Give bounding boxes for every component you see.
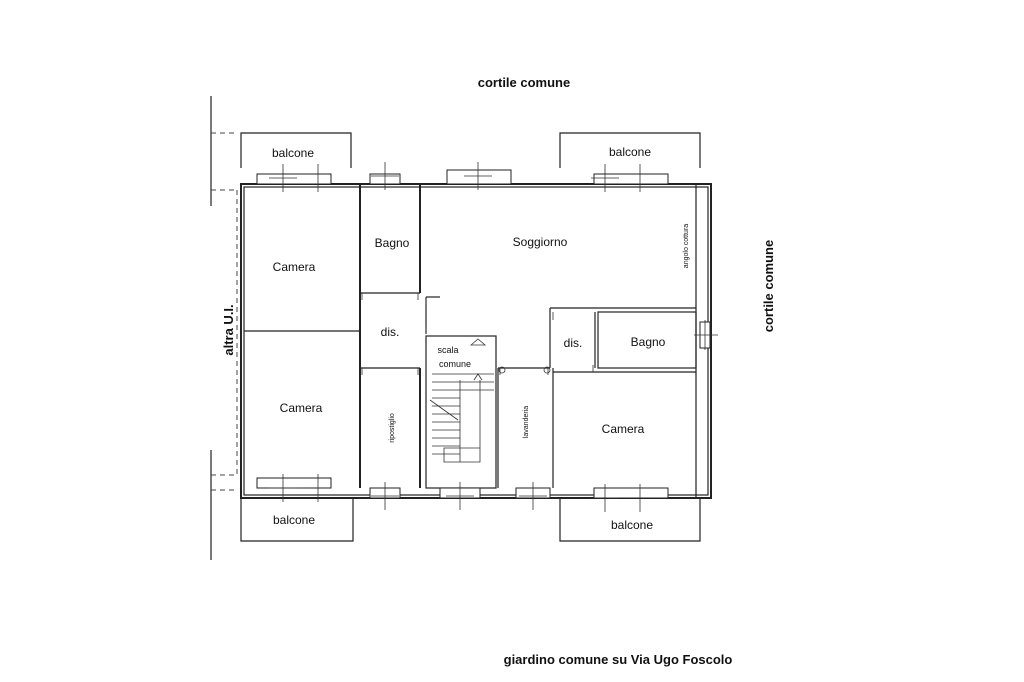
balcony-top-left <box>240 132 352 185</box>
label-balcony-top-left: balcone <box>272 146 314 160</box>
room-soggiorno: Soggiorno <box>513 235 568 249</box>
room-bagno-right: Bagno <box>631 335 666 349</box>
label-balcony-top-right: balcone <box>609 145 651 159</box>
room-lavanderia: lavanderia <box>523 406 530 438</box>
neighbour-boundary <box>210 96 238 560</box>
room-dis-left: dis. <box>381 325 400 339</box>
stair-treads <box>429 338 494 463</box>
label-garden-bottom: giardino comune su Via Ugo Foscolo <box>504 652 733 667</box>
interior-walls <box>244 184 697 498</box>
balcony-bottom-right <box>559 487 701 542</box>
room-camera-bottom-right: Camera <box>602 422 645 436</box>
room-camera-top-left: Camera <box>273 260 316 274</box>
windows <box>269 162 718 512</box>
label-balcony-bottom-right: balcone <box>611 518 653 532</box>
label-courtyard-right: cortile comune <box>761 240 776 332</box>
room-scala-line2: comune <box>439 359 471 369</box>
room-ripostiglio: ripostiglio <box>389 413 396 443</box>
label-other-unit: altra U.I. <box>221 304 236 355</box>
room-bagno-left: Bagno <box>375 236 410 250</box>
room-dis-right: dis. <box>564 336 583 350</box>
room-angolo-cottura: angolo cottura <box>683 224 690 268</box>
balcony-bottom-left <box>240 477 354 542</box>
label-courtyard-top: cortile comune <box>478 75 570 90</box>
balcony-top-right <box>559 132 701 185</box>
label-balcony-bottom-left: balcone <box>273 513 315 527</box>
room-scala-line1: scala <box>437 345 458 355</box>
room-camera-bottom-left: Camera <box>280 401 323 415</box>
door-marks <box>361 293 599 375</box>
